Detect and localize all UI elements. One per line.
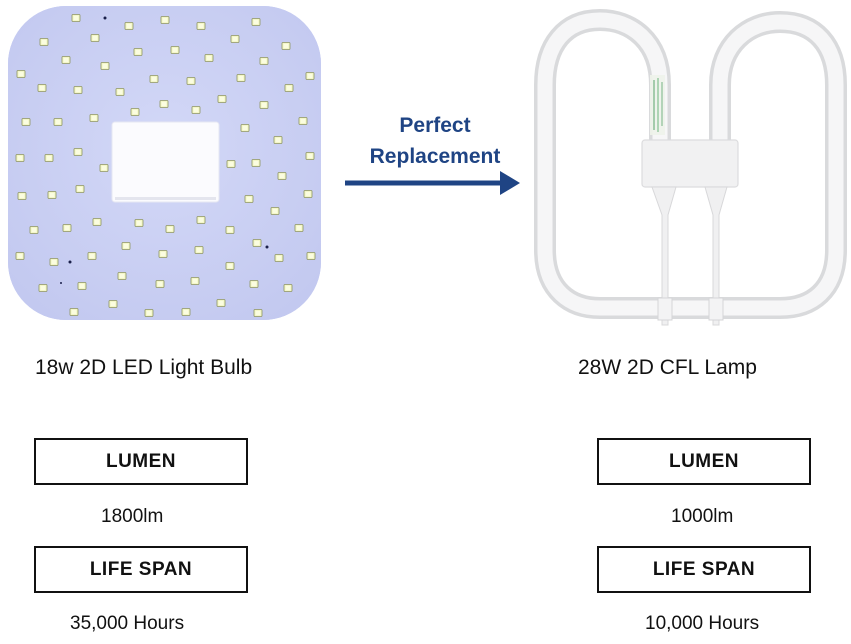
cfl-lumen-label-box: LUMEN: [597, 438, 811, 485]
led-lumen-label-box: LUMEN: [34, 438, 248, 485]
led-product-title: 18w 2D LED Light Bulb: [35, 356, 253, 379]
caption-line-2: Replacement: [369, 145, 501, 168]
arrow-right-icon: [345, 168, 520, 198]
cfl-product-title: 28W 2D CFL Lamp: [578, 356, 757, 379]
cfl-lumen-label: LUMEN: [668, 450, 740, 472]
led-lumen-value: 1800lm: [101, 506, 164, 527]
perfect-replacement-caption: Perfect Replacement: [340, 110, 530, 172]
led-lumen-label: LUMEN: [105, 450, 177, 472]
caption-line-1: Perfect: [399, 114, 471, 137]
cfl-lifespan-label: LIFE SPAN: [652, 558, 756, 580]
led-lifespan-value: 35,000 Hours: [70, 613, 185, 634]
led-lifespan-label: LIFE SPAN: [89, 558, 193, 580]
led-board-image: [8, 6, 321, 320]
cfl-lifespan-label-box: LIFE SPAN: [597, 546, 811, 593]
led-lifespan-label-box: LIFE SPAN: [34, 546, 248, 593]
cfl-lumen-value: 1000lm: [671, 506, 734, 527]
cfl-lamp-image: [530, 0, 851, 340]
cfl-lifespan-value: 10,000 Hours: [645, 613, 760, 634]
led-chips-graphic: [8, 6, 321, 320]
